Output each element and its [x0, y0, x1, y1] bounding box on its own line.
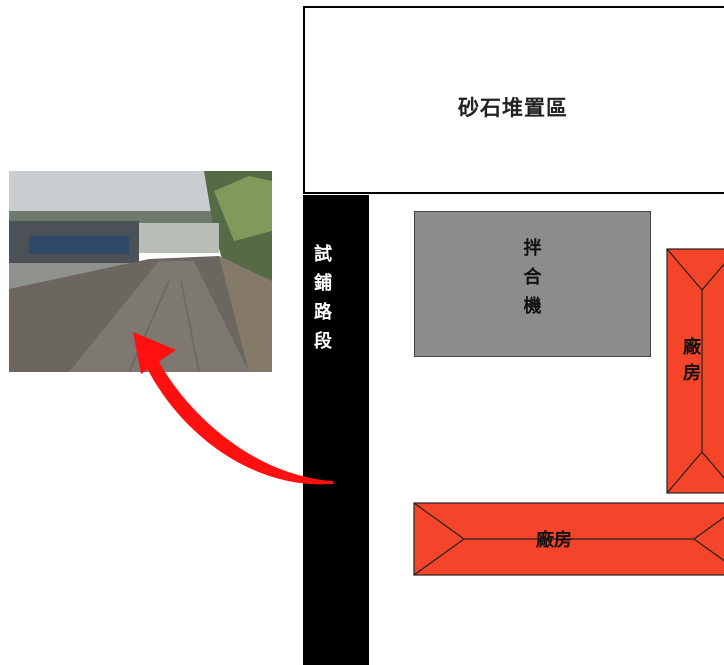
storage-area-box	[303, 6, 724, 194]
factory-right	[666, 248, 724, 494]
mixer-box	[414, 211, 651, 357]
site-photo-drawing	[9, 171, 272, 372]
factory-bottom	[413, 502, 724, 576]
trial-road	[303, 195, 369, 665]
site-photo	[9, 171, 272, 372]
arrow-head-icon	[133, 332, 176, 374]
storage-area-label: 砂石堆置區	[458, 96, 568, 120]
pointer-arrow	[133, 332, 333, 485]
mixer-label: 拌 合 機	[523, 238, 542, 317]
factory-bottom-label: 廠房	[536, 530, 572, 551]
factory-right-label: 廠 房	[683, 337, 701, 384]
trial-road-label: 試 鋪 路 段	[314, 244, 332, 352]
